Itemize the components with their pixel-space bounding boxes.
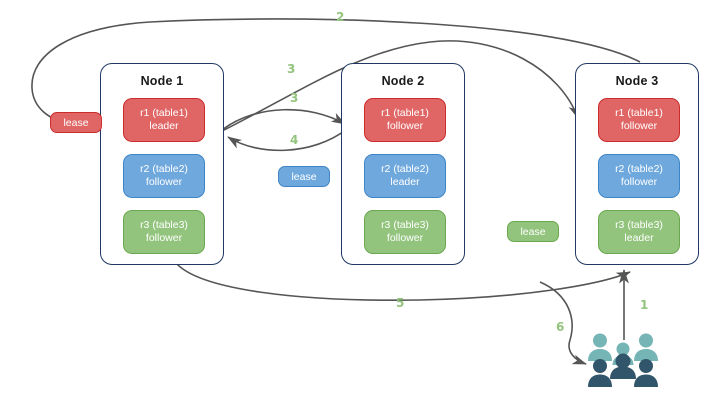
replica-name: r2 (table2): [140, 163, 188, 175]
step-label-6: 6: [556, 320, 565, 334]
replica-role: leader: [149, 120, 179, 132]
replica-r2-node1[interactable]: r2 (table2) follower: [123, 154, 205, 198]
replica-name: r1 (table1): [615, 107, 663, 119]
replica-r3-node2[interactable]: r3 (table3) follower: [364, 210, 446, 254]
replica-r2-node3[interactable]: r2 (table2) follower: [598, 154, 680, 198]
node-title-1: Node 1: [140, 74, 184, 88]
replica-r3-node3[interactable]: r3 (table3) leader: [598, 210, 680, 254]
step-label-5: 5: [396, 296, 405, 310]
lease-label: lease: [291, 170, 317, 183]
replica-role: follower: [620, 120, 658, 132]
edge-4-node2-to-node1: [227, 128, 348, 152]
step-label-2: 2: [336, 10, 345, 24]
replica-r1-node2[interactable]: r1 (table1) follower: [364, 98, 446, 142]
replica-r1-node1[interactable]: r1 (table1) leader: [123, 98, 205, 142]
step-label-1: 1: [640, 298, 649, 312]
replica-role: follower: [145, 232, 183, 244]
step-label-3-lower: 3: [290, 91, 299, 105]
replica-name: r2 (table2): [381, 163, 429, 175]
replica-r3-node1[interactable]: r3 (table3) follower: [123, 210, 205, 254]
lease-label: lease: [520, 225, 546, 238]
replica-r2-node2[interactable]: r2 (table2) leader: [364, 154, 446, 198]
lease-badge-red[interactable]: lease: [50, 112, 102, 133]
replica-role: follower: [145, 176, 183, 188]
node-container-1: Node 1 r1 (table1) leader r2 (table2) fo…: [100, 63, 224, 265]
lease-badge-green[interactable]: lease: [507, 221, 559, 242]
node-title-2: Node 2: [381, 74, 425, 88]
replica-name: r3 (table3): [140, 219, 188, 231]
node-container-2: Node 2 r1 (table1) follower r2 (table2) …: [341, 63, 465, 265]
replica-name: r3 (table3): [381, 219, 429, 231]
replica-name: r1 (table1): [381, 107, 429, 119]
edge-5-node1-to-node3: [175, 262, 631, 302]
replica-role: leader: [624, 232, 654, 244]
replica-r1-node3[interactable]: r1 (table1) follower: [598, 98, 680, 142]
step-label-3-upper: 3: [287, 62, 296, 76]
replica-role: follower: [386, 232, 424, 244]
step-label-4: 4: [290, 133, 299, 147]
replica-role: follower: [386, 120, 424, 132]
lease-label: lease: [63, 116, 89, 129]
edge-3-node1-to-node2: [221, 108, 346, 131]
replica-role: leader: [390, 176, 420, 188]
node-title-3: Node 3: [615, 74, 659, 88]
replica-name: r3 (table3): [615, 219, 663, 231]
users-icon: [588, 333, 658, 387]
node-container-3: Node 3 r1 (table1) follower r2 (table2) …: [575, 63, 699, 265]
replica-role: follower: [620, 176, 658, 188]
replica-name: r2 (table2): [615, 163, 663, 175]
replica-name: r1 (table1): [140, 107, 188, 119]
lease-badge-blue[interactable]: lease: [278, 166, 330, 187]
